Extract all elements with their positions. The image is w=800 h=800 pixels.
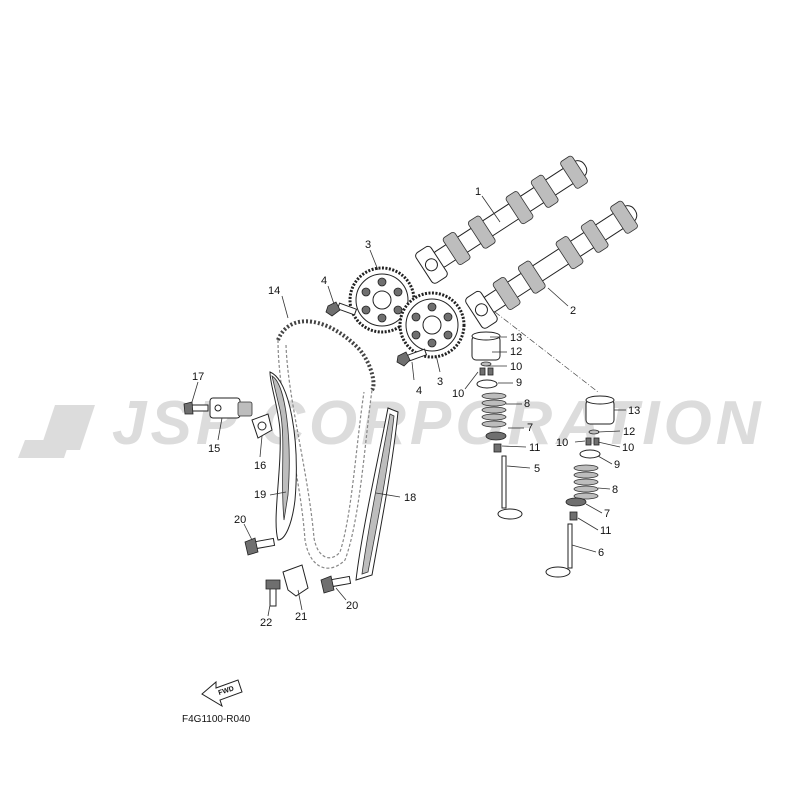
valve-pad-right: [588, 429, 600, 435]
valve-stem-seal-right: [569, 511, 578, 521]
valve-spring-right: [573, 464, 599, 500]
chain-tensioner: [209, 397, 253, 419]
callout-17: 17: [192, 371, 204, 383]
sprocket-bolt-upper: [325, 301, 358, 317]
callout-15: 15: [208, 443, 220, 455]
sprocket-bolt-lower: [396, 348, 428, 367]
callout-8-right: 8: [612, 484, 618, 496]
callout-10-right-b: 10: [622, 442, 634, 454]
callout-5: 5: [534, 463, 540, 475]
valve-lifter-left: [471, 331, 501, 361]
camshaft-intake: [415, 155, 588, 284]
guide-bracket: [282, 564, 309, 597]
callout-10-left-a: 10: [510, 361, 522, 373]
chain-guide-exhaust-side: [355, 407, 399, 581]
callout-13-right: 13: [628, 405, 640, 417]
callout-7-left: 7: [527, 422, 533, 434]
callout-9-left: 9: [516, 377, 522, 389]
callout-13-left: 13: [510, 332, 522, 344]
callout-14: 14: [268, 285, 280, 297]
spring-retainer-left: [476, 379, 498, 389]
callout-22: 22: [260, 617, 272, 629]
camshaft-exhaust: [465, 200, 638, 329]
callout-9-right: 9: [614, 459, 620, 471]
leader-lines: [191, 195, 626, 617]
callout-12-right: 12: [623, 426, 635, 438]
valve-intake: [497, 455, 523, 520]
callout-10-right-a: 10: [556, 437, 568, 449]
callout-21: 21: [295, 611, 307, 623]
callout-7-right: 7: [604, 508, 610, 520]
chain-guide-tensioner-side: [269, 371, 297, 541]
callout-2: 2: [570, 305, 576, 317]
guide-bolt-right: [320, 575, 352, 594]
valve-keeper-right: [585, 437, 600, 446]
callout-3-lower: 3: [437, 376, 443, 388]
tensioner-gasket: [251, 413, 273, 439]
callout-18: 18: [404, 492, 416, 504]
callout-6: 6: [598, 547, 604, 559]
valve-spring-left: [481, 392, 507, 428]
guide-bolt-left: [244, 537, 276, 556]
callout-8-left: 8: [524, 398, 530, 410]
valve-stem-seal-left: [493, 443, 502, 453]
callout-16: 16: [254, 460, 266, 472]
callout-4-lower: 4: [416, 385, 422, 397]
callout-1: 1: [475, 186, 481, 198]
callout-3-upper: 3: [365, 239, 371, 251]
spring-seat-left: [485, 431, 507, 441]
callout-19: 19: [254, 489, 266, 501]
callout-20-left: 20: [234, 514, 246, 526]
callout-10-left-b: 10: [452, 388, 464, 400]
callout-11-left: 11: [529, 442, 540, 454]
spring-seat-right: [565, 497, 587, 507]
spring-retainer-right: [579, 449, 601, 459]
valve-pad-left: [480, 361, 492, 367]
bracket-bolt: [265, 579, 281, 607]
valve-exhaust: [545, 523, 573, 578]
callout-4-upper: 4: [321, 275, 327, 287]
callout-11-right: 11: [600, 525, 611, 537]
callout-12-left: 12: [510, 346, 522, 358]
valve-lifter-right: [585, 395, 615, 425]
figure-reference: F4G1100-R040: [182, 714, 251, 725]
forward-direction-icon: FWD: [201, 679, 243, 708]
callout-20-right: 20: [346, 600, 358, 612]
callout-labels: 1 2 3 3 4 4 5 6 7 7 8 8 9 9 10 10 10 10 …: [192, 186, 640, 629]
tensioner-bolt: [183, 401, 209, 415]
fwd-label: FWD: [218, 685, 235, 697]
valve-keeper-left: [479, 367, 494, 376]
camshaft-sprocket-lower: [398, 291, 466, 359]
